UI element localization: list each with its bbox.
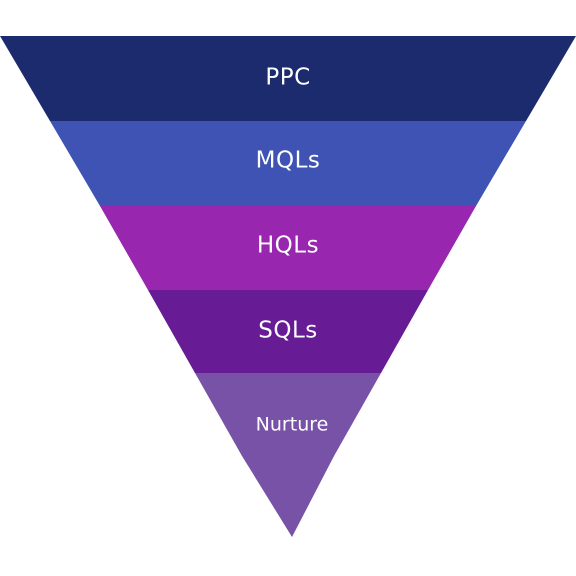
funnel-label-ppc: PPC [265,65,310,91]
funnel-tip [242,456,334,537]
funnel-label-mqls: MQLs [256,148,321,174]
funnel-stage-nurture [195,373,381,456]
funnel-label-hqls: HQLs [257,233,319,259]
funnel-stage-mqls [50,121,526,206]
funnel-stage-ppc [0,36,576,121]
funnel-label-sqls: SQLs [258,318,318,344]
funnel-stage-hqls [100,206,476,290]
funnel-stage-sqls [148,290,428,373]
funnel-label-nurture: Nurture [256,414,329,436]
